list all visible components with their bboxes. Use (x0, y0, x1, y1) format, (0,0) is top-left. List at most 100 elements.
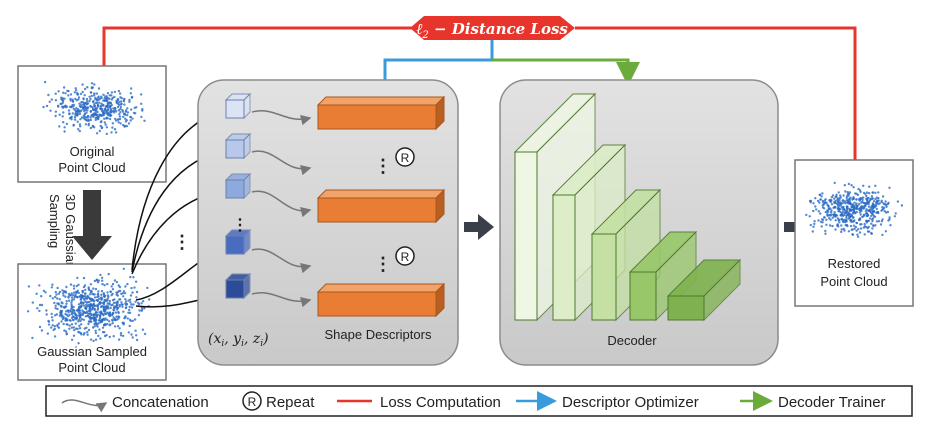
point (59, 311, 62, 314)
gaussian-cloud-label-2: Point Cloud (58, 360, 125, 375)
point (860, 205, 863, 208)
point (102, 93, 105, 97)
svg-text:Descriptor Optimizer: Descriptor Optimizer (562, 394, 699, 411)
point (845, 196, 848, 200)
point (67, 299, 71, 302)
point (824, 229, 827, 233)
point (113, 298, 116, 301)
point (128, 324, 131, 328)
svg-text:Concatenation: Concatenation (112, 394, 209, 411)
svg-text:Repeat: Repeat (266, 394, 315, 411)
point (866, 198, 869, 202)
point (54, 290, 57, 294)
point (825, 218, 828, 221)
point (35, 292, 38, 295)
legend: Concatenation R Repeat Loss Computation … (45, 385, 913, 417)
point (881, 218, 884, 221)
point (87, 322, 90, 326)
point (67, 94, 70, 97)
point (96, 322, 99, 326)
point (107, 295, 110, 298)
point (855, 221, 858, 225)
point (77, 311, 80, 314)
point (131, 319, 135, 322)
point (833, 181, 836, 185)
point (100, 126, 104, 129)
point (120, 100, 123, 103)
point (813, 220, 816, 223)
point (46, 332, 49, 335)
point (47, 93, 50, 97)
point (99, 337, 102, 340)
loss-text: − Distance Loss (429, 20, 569, 38)
point (86, 314, 90, 317)
point (60, 320, 63, 323)
point (80, 305, 83, 308)
decoder-layer (590, 188, 662, 322)
point (866, 191, 869, 194)
point (54, 304, 57, 307)
point (126, 107, 129, 110)
point (92, 115, 95, 118)
point (64, 295, 67, 298)
point (819, 220, 823, 223)
svg-text:R: R (401, 250, 410, 264)
point (118, 115, 122, 118)
coordinates-label: (xi, yi, zi) (208, 331, 269, 349)
point (88, 317, 92, 320)
point (888, 218, 891, 221)
point (50, 316, 54, 319)
point (852, 186, 855, 189)
point (65, 302, 68, 305)
point (881, 233, 884, 237)
point (825, 223, 828, 226)
point (71, 100, 75, 103)
point (57, 322, 61, 325)
point (820, 195, 823, 198)
point (60, 97, 63, 101)
point (51, 324, 54, 327)
point (110, 304, 113, 307)
point (838, 198, 841, 202)
point (108, 311, 112, 314)
point (102, 104, 105, 107)
point (119, 111, 122, 114)
point (852, 212, 855, 215)
point (78, 123, 82, 126)
point (84, 288, 87, 292)
point (875, 196, 878, 199)
point (61, 99, 65, 103)
point (846, 191, 849, 194)
gaussian-point-cloud-box: Gaussian Sampled Point Cloud (17, 263, 167, 381)
point (101, 318, 104, 322)
point (845, 208, 849, 211)
point (88, 293, 92, 296)
point (72, 284, 76, 287)
point (124, 109, 128, 112)
restored-cloud-label-2: Point Cloud (820, 274, 887, 289)
point (837, 202, 840, 205)
point (859, 190, 862, 194)
point (48, 100, 51, 104)
point (64, 290, 67, 293)
point (829, 207, 832, 210)
point (79, 118, 82, 121)
point (94, 331, 98, 335)
coordinate-cube (224, 228, 252, 256)
point (89, 105, 92, 108)
point (858, 218, 861, 221)
point (78, 112, 82, 116)
point (824, 232, 827, 235)
point (862, 196, 865, 199)
loss-subscript: 2 (421, 30, 428, 41)
point (63, 130, 66, 133)
point (107, 272, 110, 276)
point (84, 295, 87, 298)
point (92, 318, 96, 321)
point (828, 199, 831, 202)
point (38, 325, 42, 329)
point (100, 104, 103, 108)
point (135, 296, 138, 299)
point (849, 218, 852, 222)
point (113, 90, 117, 94)
